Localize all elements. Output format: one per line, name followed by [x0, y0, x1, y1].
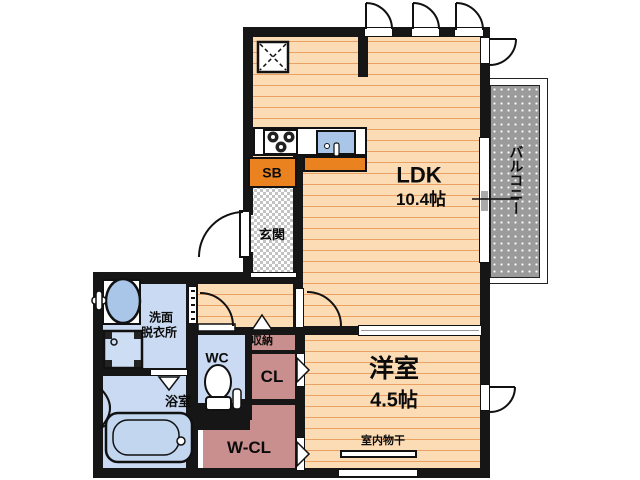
window-swing-top-1 — [365, 2, 393, 30]
bathroom-door-marker — [150, 369, 188, 376]
label-western-room: 洋室 — [368, 354, 420, 383]
room-closet-floor — [245, 354, 302, 399]
wall-wc-right — [245, 335, 252, 420]
kitchen-counter — [253, 127, 367, 156]
wall-storage-cl-divider — [245, 350, 305, 354]
label-ldk-area: 10.4帖 — [395, 190, 447, 210]
room-walkin-closet-floor — [203, 428, 298, 470]
window-swing-right-top — [489, 38, 517, 66]
label-wc: WC — [205, 349, 229, 366]
western-door-swing — [489, 386, 516, 413]
window-sill-top-3 — [454, 27, 484, 37]
wall-bottom — [93, 468, 490, 478]
label-shoe-box: SB — [262, 164, 282, 181]
wall-left-lower — [243, 252, 253, 284]
wall-wcl-notch — [198, 403, 250, 430]
window-sill-top-2 — [411, 27, 440, 37]
label-storage: 収納 — [251, 335, 273, 348]
entrance-door-leaf — [239, 210, 251, 258]
label-ldk: LDK — [396, 162, 442, 188]
window-swing-top-2 — [412, 2, 440, 30]
drying-bar — [340, 450, 417, 458]
label-closet: CL — [260, 367, 284, 387]
wall-left-upper — [243, 27, 253, 215]
label-walkin-closet: W-CL — [226, 438, 272, 458]
window-sill-bottom — [338, 469, 418, 477]
label-indoor-drying: 室内物干 — [361, 435, 405, 448]
kitchen-counter-front — [303, 156, 367, 172]
wall-closet-right — [295, 335, 305, 472]
wall-hall-bottom — [186, 327, 305, 335]
label-washroom-1: 洗面 — [148, 310, 174, 325]
hall-ldk-door-sill — [295, 288, 304, 328]
wall-ldk-western-solid — [303, 326, 360, 335]
wall-cl-bottom — [240, 399, 305, 405]
room-walkin-closet-upper — [250, 403, 298, 430]
room-bathroom-floor — [97, 372, 188, 472]
wcl-door-marker — [296, 437, 305, 471]
hallway-floor — [190, 284, 302, 332]
label-washroom-2: 脱衣所 — [140, 325, 178, 340]
sliding-door-ldk-western — [358, 325, 482, 336]
wall-west-block-top — [93, 272, 302, 284]
label-western-area: 4.5帖 — [370, 389, 418, 412]
window-swing-top-3 — [455, 2, 484, 31]
window-sill-top-1 — [364, 27, 393, 37]
washroom-folding-door — [188, 286, 197, 324]
room-storage-floor — [245, 332, 302, 352]
balcony-window-stile — [481, 191, 488, 211]
wall-kitchen-stub — [358, 37, 368, 77]
western-door-sill — [480, 384, 490, 411]
wall-washroom-bath — [97, 368, 198, 376]
label-bathroom: 浴室 — [164, 394, 192, 410]
shoe-box — [248, 157, 297, 188]
entrance-door-swing — [198, 211, 244, 258]
entrance-step — [250, 272, 297, 278]
wall-entrance-ldk — [293, 155, 303, 335]
label-entrance: 玄関 — [258, 227, 286, 243]
room-entrance-floor — [248, 186, 297, 279]
window-sill-right-top — [480, 37, 490, 64]
balcony-deck — [490, 85, 540, 278]
room-western-floor — [298, 330, 486, 472]
label-balcony: バルコニー — [508, 145, 525, 215]
cl-door-marker — [296, 353, 305, 387]
